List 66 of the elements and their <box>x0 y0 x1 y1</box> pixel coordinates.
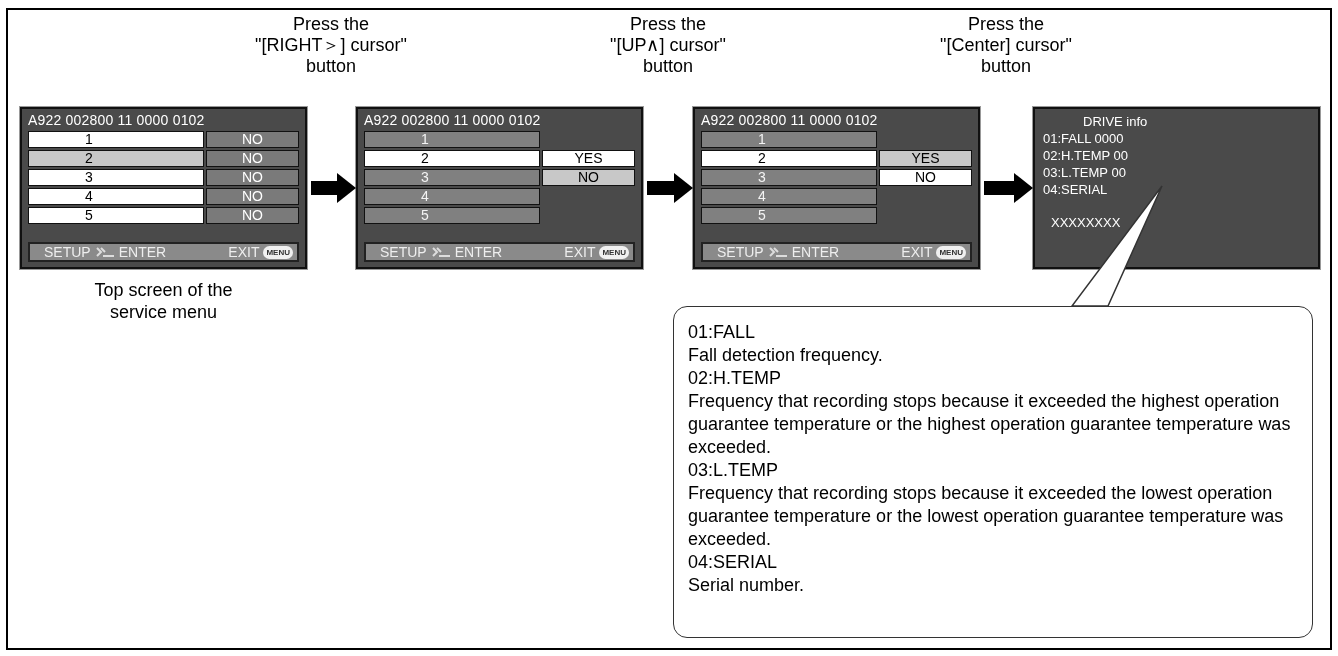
info-line: 01:FALL 0000 <box>1043 130 1125 147</box>
option-value: NO <box>879 169 972 186</box>
menu-screen <box>356 107 643 269</box>
menu-item: 5 <box>364 207 540 224</box>
setup-text: SETUP <box>380 245 427 259</box>
callout-bubble <box>673 306 1313 638</box>
menu-item: 3 <box>364 169 540 186</box>
option-value: NO <box>206 150 299 167</box>
instruction-text: Press the "[Center] cursor" button <box>939 14 1073 77</box>
option-value: YES <box>879 150 972 167</box>
menu-screen <box>693 107 980 269</box>
option-value: YES <box>542 150 635 167</box>
menu-screen <box>20 107 307 269</box>
menu-item: 2 <box>701 150 877 167</box>
option-value: NO <box>206 188 299 205</box>
exit-text: EXIT <box>901 245 933 259</box>
menu-item: 1 <box>364 131 540 148</box>
block-arrow <box>984 173 1033 203</box>
instruction-text: Press the "[UP∧] cursor" button <box>609 14 727 77</box>
description-text: Frequency that recording stops because it exceeded the lowest operation guarantee temperature or the lowest operation guarantee temperature was exceeded. <box>688 482 1285 551</box>
item-heading: 02:H.TEMP <box>688 367 783 390</box>
description-text: Frequency that recording stops because it exceeded the highest operation guarantee temperature or the highest operation guarantee temperature was exceeded. <box>688 390 1292 459</box>
info-line: 04:SERIAL <box>1043 181 1109 198</box>
screen-title: DRIVE info <box>1082 113 1148 130</box>
setup-text: SETUP <box>717 245 764 259</box>
exit-text: EXIT <box>564 245 596 259</box>
enter-text: ENTER <box>118 245 167 259</box>
enter-text: ENTER <box>791 245 840 259</box>
menu-item: 2 <box>364 150 540 167</box>
menu-badge: MENU <box>599 245 629 259</box>
option-value: NO <box>206 169 299 186</box>
info-line: XXXXXXXX <box>1050 214 1122 231</box>
menu-item: 4 <box>364 188 540 205</box>
block-arrow <box>311 173 356 203</box>
menu-item: 3 <box>28 169 204 186</box>
description-text: Fall detection frequency. <box>688 344 884 367</box>
menu-item: 1 <box>701 131 877 148</box>
menu-item: 4 <box>28 188 204 205</box>
block-arrow <box>647 173 693 203</box>
option-value: NO <box>206 131 299 148</box>
setup-text: SETUP <box>44 245 91 259</box>
option-value: NO <box>206 207 299 224</box>
screen-caption: Top screen of the service menu <box>93 279 234 323</box>
menu-badge: MENU <box>263 245 293 259</box>
header-text: A922 002800 11 0000 0102 <box>701 112 878 128</box>
item-heading: 01:FALL <box>688 321 757 344</box>
info-screen <box>1033 107 1320 269</box>
menu-item: 1 <box>28 131 204 148</box>
enter-text: ENTER <box>454 245 503 259</box>
header-text: A922 002800 11 0000 0102 <box>28 112 205 128</box>
option-value: NO <box>542 169 635 186</box>
menu-item: 5 <box>701 207 877 224</box>
info-line: 02:H.TEMP 00 <box>1043 147 1130 164</box>
callout-tail <box>1070 185 1163 307</box>
menu-item: 5 <box>28 207 204 224</box>
instruction-text: Press the "[RIGHT＞] cursor" button <box>254 14 408 77</box>
menu-item: 2 <box>28 150 204 167</box>
info-line: 03:L.TEMP 00 <box>1043 164 1127 181</box>
description-text: Serial number. <box>688 574 806 597</box>
item-heading: 03:L.TEMP <box>688 459 780 482</box>
menu-item: 4 <box>701 188 877 205</box>
menu-item: 3 <box>701 169 877 186</box>
item-heading: 04:SERIAL <box>688 551 779 574</box>
menu-badge: MENU <box>936 245 966 259</box>
exit-text: EXIT <box>228 245 260 259</box>
header-text: A922 002800 11 0000 0102 <box>364 112 541 128</box>
